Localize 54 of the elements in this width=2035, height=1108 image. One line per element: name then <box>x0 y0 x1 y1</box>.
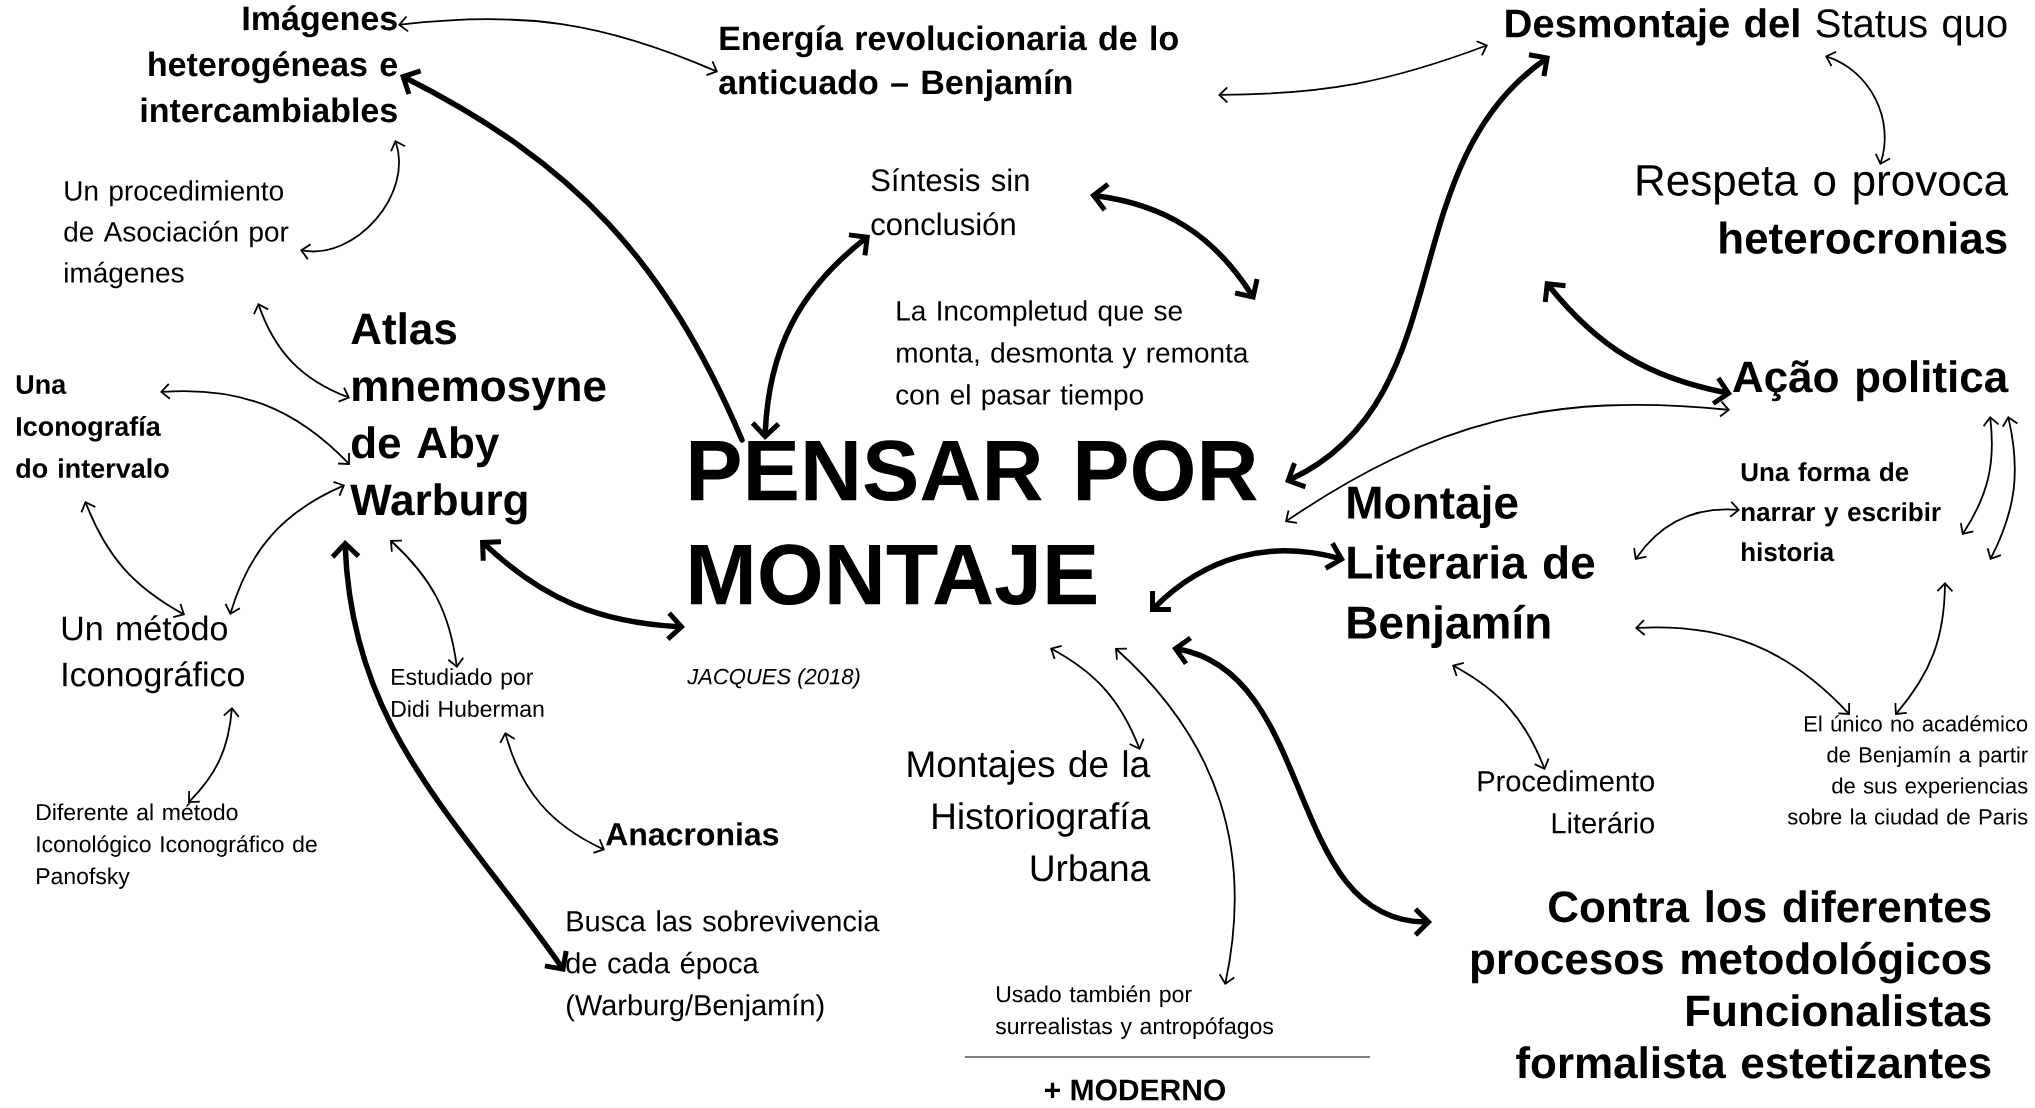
arrow <box>1285 52 1550 490</box>
arrow <box>80 501 185 618</box>
arrow <box>1090 182 1260 300</box>
concept-text: Una Iconografía do intervalo <box>16 375 169 479</box>
arrow <box>1633 500 1740 560</box>
arrow <box>400 68 745 443</box>
concept-text: La Incompletud que se monta, desmonta y remonta con el pasar tiempo <box>896 300 1249 411</box>
arrow <box>499 732 605 854</box>
arrow <box>750 232 870 440</box>
concept-text: Estudiado por Didi Huberman <box>392 668 544 718</box>
arrow <box>1959 416 2000 535</box>
arrow <box>160 382 350 465</box>
concept-text: Desmontaje del Status quo <box>1506 8 2007 46</box>
arrow <box>1172 636 1432 937</box>
arrow <box>1894 582 1954 715</box>
arrow <box>1115 647 1236 985</box>
arrow <box>398 15 718 77</box>
arrow <box>1285 400 1730 524</box>
arrow <box>1050 644 1145 750</box>
arrow <box>1150 541 1345 612</box>
concept-text: Busca las sobrevivencia de cada época (Warburg/Benjamín) <box>566 910 880 1022</box>
concept-text: Anacronias <box>606 822 779 846</box>
note-text: + MODERNO <box>1045 1079 1225 1101</box>
concept-text: Un procedimiento de Asociación por imágenes <box>64 180 289 289</box>
citation-text: JACQUES (2018) <box>687 668 860 689</box>
concept-text: Usado también por surrealistas y antropófagos <box>995 985 1273 1039</box>
arrow <box>390 539 465 668</box>
arrow <box>1825 50 1891 165</box>
concept-text: Respeta o provoca heterocronias <box>1637 165 2009 254</box>
arrow <box>1452 661 1550 770</box>
title-text: PENSAR POR MONTAJE <box>690 440 1257 606</box>
concept-text: Un método Iconográfico <box>62 615 244 694</box>
concept-text: Montaje Literaria de Benjamín <box>1348 485 1595 649</box>
concept-text: Ação politica <box>1733 360 2009 402</box>
concept-text: Contra los diferentes procesos metodológicos Funcionalistas formalista estetizantes <box>1471 890 1991 1079</box>
concept-text: Atlas mnemosyne de Aby Warburg <box>350 312 606 525</box>
concept-text: Una forma de narrar y escribir historia <box>1741 462 1941 562</box>
arrow <box>253 303 350 403</box>
arrow <box>1218 40 1488 104</box>
concept-text: Montajes de la Historiografía Urbana <box>908 750 1151 882</box>
concept-text: Imágenes heterogéneas e intercambiables <box>141 5 398 123</box>
concept-text: Diferente al método Iconológico Iconográfico de Panofsky <box>37 803 317 889</box>
arrow <box>1986 416 2019 560</box>
arrow <box>188 707 240 803</box>
concept-text: Procedimento Literário <box>1478 770 1654 834</box>
concept-text: El único no académico de Benjamín a partir de sus experiencias sobre la ciudad de Paris <box>1787 715 2028 825</box>
concept-text: Síntesis sin conclusión <box>871 168 1029 236</box>
arrow <box>300 140 407 260</box>
arrow <box>1635 619 1851 715</box>
arrow <box>1542 281 1732 406</box>
arrow <box>330 540 569 972</box>
arrow <box>480 539 685 641</box>
concept-text: Energía revolucionaria de lo anticuado – Benjamín <box>719 25 1178 102</box>
arrow <box>224 480 345 615</box>
